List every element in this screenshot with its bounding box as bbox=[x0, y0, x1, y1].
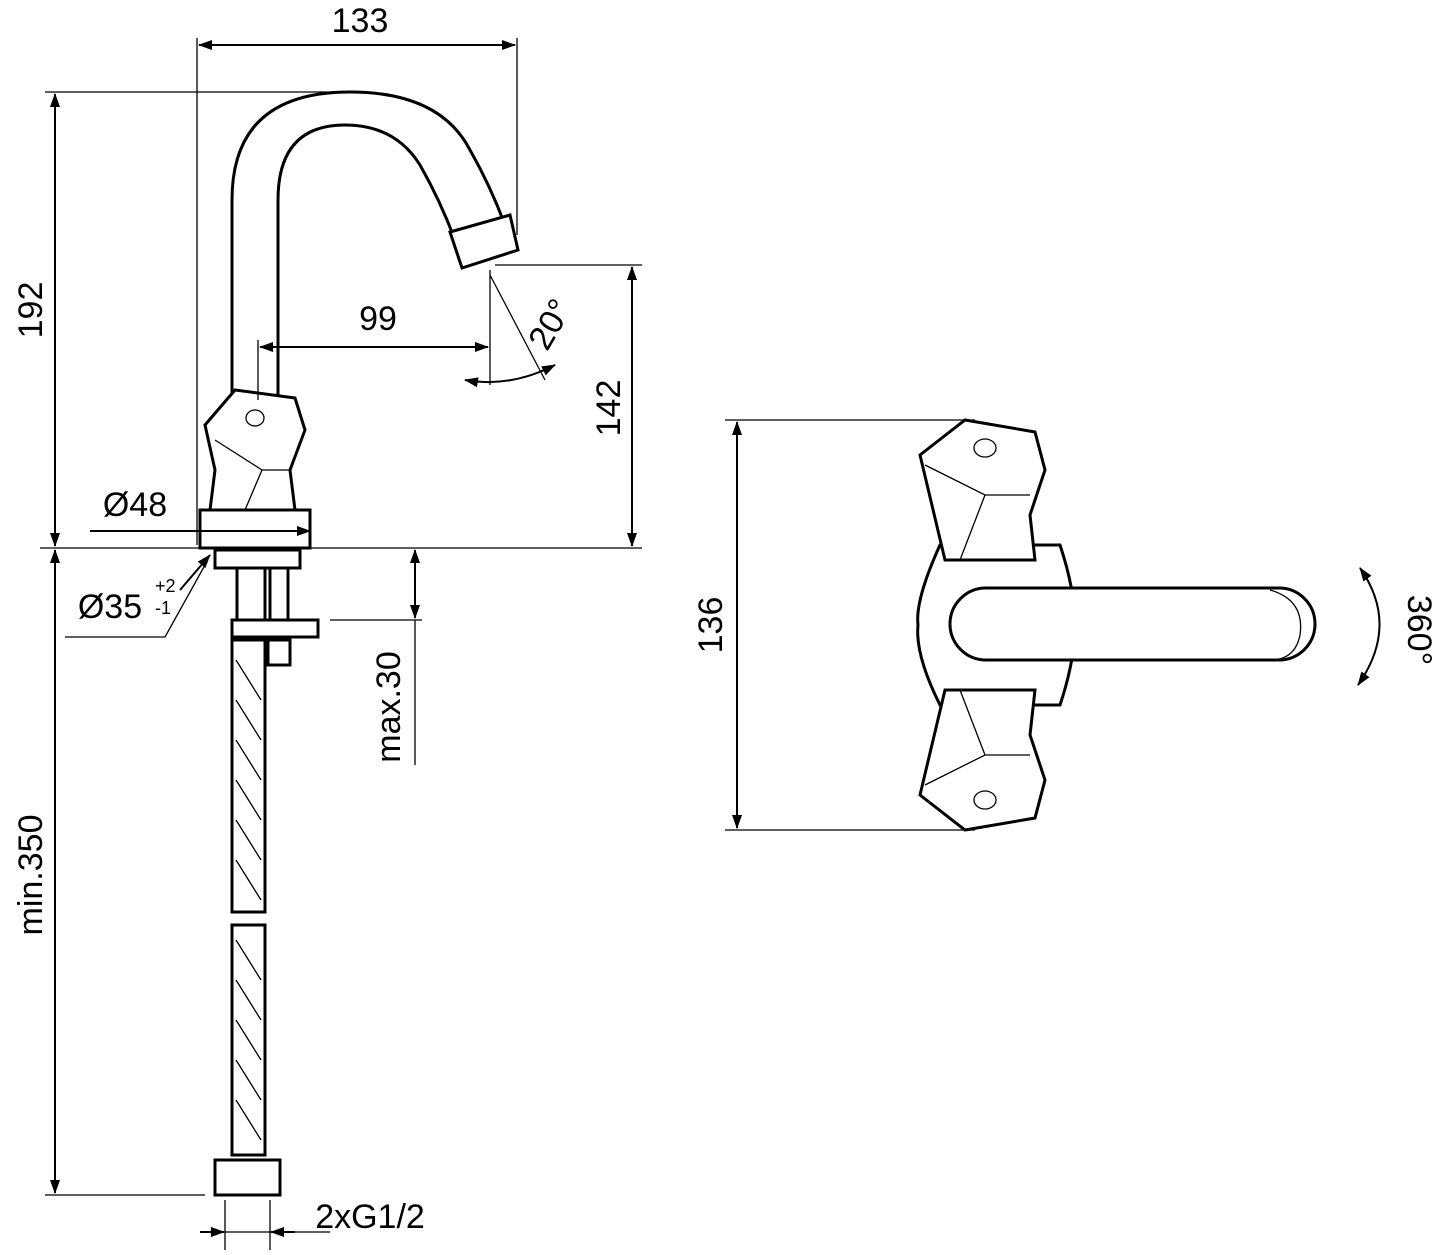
dim-min-350: min.350 bbox=[12, 815, 50, 936]
hose-fitting bbox=[213, 1158, 282, 1197]
spout-top-view bbox=[948, 586, 1317, 662]
dim-192: 192 bbox=[12, 282, 50, 339]
hose-upper bbox=[230, 638, 267, 914]
handle-side-view bbox=[198, 388, 312, 550]
mounting-hardware bbox=[213, 548, 320, 1197]
dim-99: 99 bbox=[359, 300, 397, 338]
tolerance-plus: +2 bbox=[155, 576, 176, 596]
spout-side-view bbox=[230, 90, 520, 402]
dim-connection: 2xG1/2 bbox=[315, 1198, 425, 1236]
dim-max-30: max.30 bbox=[370, 651, 408, 763]
dim-diameter-48: Ø48 bbox=[103, 486, 167, 524]
dim-133: 133 bbox=[332, 2, 389, 40]
dim-360deg: 360° bbox=[1400, 595, 1438, 665]
dim-20deg: 20° bbox=[521, 293, 580, 357]
tolerance-minus: -1 bbox=[155, 598, 171, 618]
dim-diameter-35: Ø35 bbox=[78, 588, 142, 626]
dim-136: 136 bbox=[692, 597, 730, 654]
hose-lower bbox=[230, 923, 267, 1157]
dimension-lines bbox=[40, 38, 975, 1250]
dim-142: 142 bbox=[590, 380, 628, 437]
top-view bbox=[916, 418, 1381, 832]
